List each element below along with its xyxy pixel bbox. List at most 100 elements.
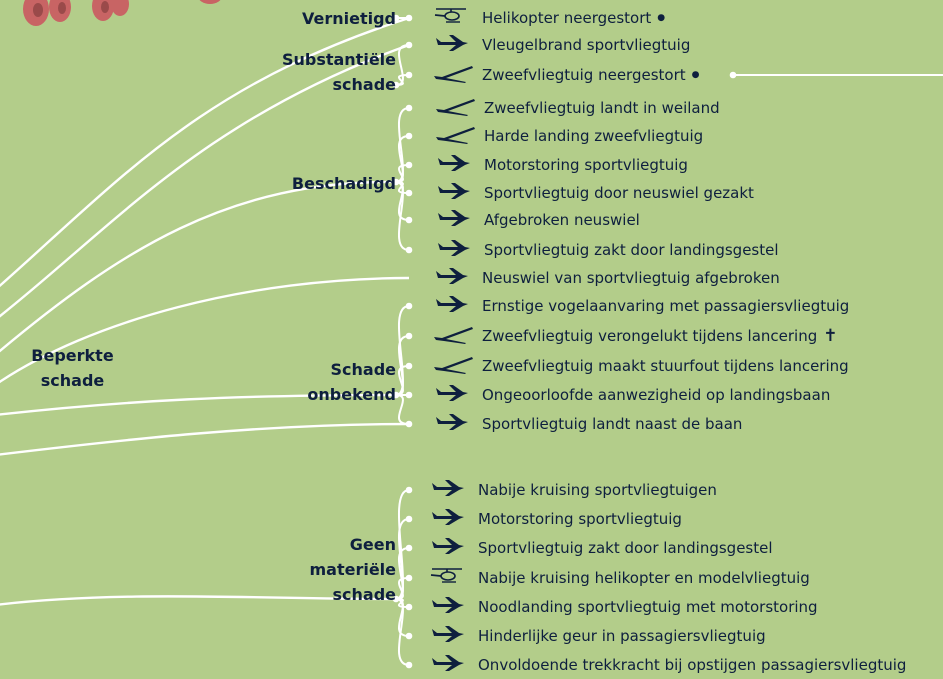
connector-dot [405,132,413,140]
event-label: Motorstoring sportvliegtuig [478,510,682,528]
plane-icon [432,384,476,406]
plane-icon [434,182,478,204]
event-row: Sportvliegtuig zakt door landingsgestel [428,537,773,559]
event-row: Zweefvliegtuig neergestort ● [432,64,700,86]
event-row: Harde landing zweefvliegtuig [434,125,703,147]
event-label: Harde landing zweefvliegtuig [484,127,704,145]
plane-icon [432,267,476,289]
event-label: Hinderlijke geur in passagiersvliegtuig [478,627,766,645]
connector-line [395,135,410,183]
connector-dot [405,302,413,310]
event-row: Afgebroken neuswiel [434,209,640,231]
event-label: Sportvliegtuig landt naast de baan [482,415,743,433]
event-row: Sportvliegtuig door neuswiel gezakt [434,182,754,204]
event-row: Motorstoring sportvliegtuig [428,508,682,530]
event-label: Sportvliegtuig door neuswiel gezakt [484,184,754,202]
connector-line [0,16,410,288]
connector-dot [405,362,413,370]
connector-dot [405,71,413,79]
connector-line [395,598,410,666]
connector-dot [405,574,413,582]
event-row: Ernstige vogelaanvaring met passagiersvl… [432,295,849,317]
connector-dot [405,391,413,399]
connector-line [395,44,410,86]
category-substantiele-schade: Substantiële schade [281,50,396,94]
event-label: Zweefvliegtuig verongelukt tijdens lance… [482,327,818,345]
event-label: Vleugelbrand sportvliegtuig [482,36,691,54]
connector-dot [392,81,400,89]
helicopter-icon [432,7,476,29]
event-row: Sportvliegtuig landt naast de baan [432,413,742,435]
connector-line [0,43,410,318]
plane-icon [432,34,476,56]
event-row: Nabije kruising helikopter en modelvlieg… [428,567,810,589]
glider-icon [432,355,476,377]
plane-icon [434,239,478,261]
connector-dot [405,216,413,224]
event-label: Zweefvliegtuig neergestort [482,66,686,84]
event-label: Sportvliegtuig zakt door landingsgestel [478,539,773,557]
connector-dot [405,104,413,112]
event-label: Ongeoorloofde aanwezigheid op landingsba… [482,386,831,404]
connector-dot [405,632,413,640]
plane-icon [428,537,472,559]
connector-line [0,180,397,353]
event-row: Zweefvliegtuig landt in weiland [434,97,720,119]
connector-line [0,422,410,456]
connector-dot [405,246,413,254]
connector-line [0,595,397,606]
connector-dot [405,161,413,169]
fire-icon: ● [691,70,700,80]
plane-icon [434,209,478,231]
connector-dot [405,486,413,494]
connector-dot [392,14,400,22]
connector-line [0,393,397,416]
connector-dot [405,661,413,669]
event-row: Hinderlijke geur in passagiersvliegtuig [428,625,766,647]
event-row: Motorstoring sportvliegtuig [434,154,688,176]
connector-line [395,74,410,86]
plane-icon [432,295,476,317]
plane-icon [428,596,472,618]
category-geen-materiele-schade: Geen materiële schade [309,535,396,604]
event-label: Nabije kruising sportvliegtuigen [478,481,717,499]
category-beschadigd: Beschadigd [291,174,396,193]
event-label: Neuswiel van sportvliegtuig afgebroken [482,269,780,287]
event-label: Afgebroken neuswiel [484,211,640,229]
connector-line [395,181,410,251]
event-row: Ongeoorloofde aanwezigheid op landingsba… [432,384,830,406]
event-label: Noodlanding sportvliegtuig met motorstor… [478,598,818,616]
event-row: Onvoldoende trekkracht bij opstijgen pas… [428,654,906,676]
event-row: Noodlanding sportvliegtuig met motorstor… [428,596,818,618]
event-label: Helikopter neergestort [482,9,652,27]
glider-icon [432,325,476,347]
connector-dot [405,332,413,340]
fire-icon: ● [657,13,666,23]
glider-icon [434,97,478,119]
connector-dot [405,544,413,552]
glider-icon [434,125,478,147]
event-row: Zweefvliegtuig maakt stuurfout tijdens l… [432,355,849,377]
category-schade-onbekend: Schade onbekend [307,360,396,404]
event-label: Motorstoring sportvliegtuig [484,156,688,174]
tire-decoration [23,0,221,26]
connector-line [395,394,410,425]
plane-icon [428,654,472,676]
connector-line [0,276,410,384]
connector-dot [405,515,413,523]
fatality-cross-icon: ✝ [823,326,838,346]
connector-dot [405,603,413,611]
event-label: Nabije kruising helikopter en modelvlieg… [478,569,810,587]
event-label: Sportvliegtuig zakt door landingsgestel [484,241,779,259]
plane-icon [432,413,476,435]
connector-dot [729,71,737,79]
plane-icon [428,508,472,530]
event-label: Ernstige vogelaanvaring met passagiersvl… [482,297,850,315]
event-label: Zweefvliegtuig landt in weiland [484,99,720,117]
event-row: Helikopter neergestort ● [432,7,665,29]
glider-icon [432,64,476,86]
connector-dot [405,189,413,197]
category-beperkte-schade: Beperkte schade [31,346,114,390]
